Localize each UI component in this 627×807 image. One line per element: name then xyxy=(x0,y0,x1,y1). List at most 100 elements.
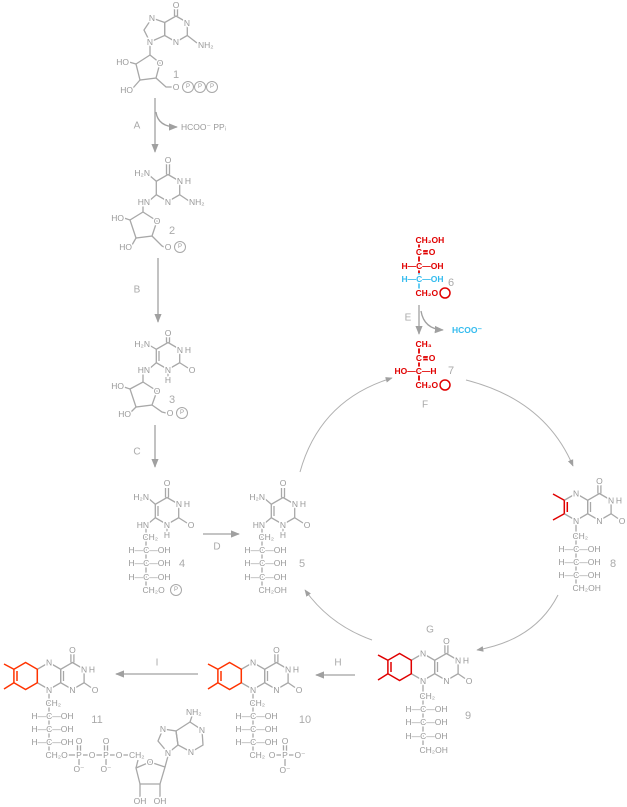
atom-label: N xyxy=(177,345,183,355)
atom-label: O xyxy=(157,58,164,68)
bond-line xyxy=(3,682,15,690)
chain-ch2: CH₂ xyxy=(573,531,589,541)
bond-line xyxy=(3,663,15,670)
bond-group xyxy=(3,661,39,691)
atom-label: O xyxy=(304,520,311,530)
phosphate-label: P xyxy=(178,244,182,250)
adenosine-moiety: O OH OH N N N N NH₂ xyxy=(132,706,206,807)
bond-line xyxy=(207,663,219,670)
bond-group xyxy=(418,244,451,299)
atom-label: N xyxy=(573,489,579,499)
atom-label: N xyxy=(250,685,256,695)
atom-label: O⁻ xyxy=(73,764,85,774)
compound-10: N N O N H O N CH₂ H—C—OH H—C—OH H—C—OH C… xyxy=(207,644,313,777)
atom-label: N xyxy=(165,197,171,207)
atom-label: HO xyxy=(111,213,124,223)
atom-label: N xyxy=(199,725,205,735)
chain-row: H—C—OH xyxy=(32,711,74,721)
atom-label: O xyxy=(280,478,287,488)
atom-label: N xyxy=(147,37,153,47)
phosphate-circle xyxy=(170,584,182,596)
atom-label: N xyxy=(273,685,279,695)
atom-label: N xyxy=(573,516,579,526)
chain-ch2o: CH₂O xyxy=(46,750,69,760)
atom-label: O xyxy=(173,82,180,92)
compound-number: 9 xyxy=(465,710,471,722)
bond-line xyxy=(147,497,156,505)
bond-group xyxy=(123,337,189,419)
atom-label: O xyxy=(173,0,180,10)
atom-label: N xyxy=(188,747,194,757)
bond-line xyxy=(135,54,161,81)
arrow-path xyxy=(465,379,574,467)
chain-ch2: CH₂ xyxy=(259,532,275,542)
byproduct-formate-pyrophosphate: HCOO⁻ PPᵢ xyxy=(181,122,226,132)
atom-label: O xyxy=(189,365,196,375)
bond-line xyxy=(189,715,193,723)
phosphorus-label: P xyxy=(103,750,109,760)
chain-row: H—C—OH xyxy=(32,724,74,734)
chain-ch2: CH₂ xyxy=(250,698,266,708)
compound-number: 5 xyxy=(299,558,305,570)
bond-group xyxy=(145,488,188,596)
atom-label: O xyxy=(165,328,172,338)
bond-line xyxy=(60,661,85,691)
chain-row: H—C—OH xyxy=(406,717,448,727)
bond-line xyxy=(123,386,131,390)
bond-line xyxy=(457,673,466,680)
atom-label: O xyxy=(429,353,436,363)
atom-label: N xyxy=(160,724,166,734)
atom-label: HN xyxy=(138,365,150,375)
chain-row: H—C—OH xyxy=(406,704,448,714)
atom-label: O xyxy=(147,757,154,767)
chain-row: H—C—OH xyxy=(129,558,171,568)
compound-2: O N H NH₂ N H₂N HN HO O HO O P 2 xyxy=(110,154,206,254)
bond-group xyxy=(418,348,451,391)
bond-line xyxy=(179,362,189,369)
chain-row: H—C—OH xyxy=(245,572,287,582)
step-a-arrow xyxy=(151,98,178,153)
bond-line xyxy=(148,194,157,202)
phosphate-circle xyxy=(439,379,451,391)
phosphate-circle xyxy=(439,287,451,299)
bond-group xyxy=(261,488,304,588)
compound-number: 1 xyxy=(173,69,179,81)
step-label-d: D xyxy=(213,542,220,553)
atom-label: O xyxy=(165,155,172,165)
atom-label: O xyxy=(466,676,473,686)
bond-line xyxy=(83,682,92,689)
atom-label: N xyxy=(177,176,183,186)
chain-ch2: CH₂ xyxy=(250,750,266,760)
chain-row: H—C—OH xyxy=(236,724,278,734)
phosphate-label: P xyxy=(210,84,214,90)
atom-label: H xyxy=(185,345,191,355)
bond-line xyxy=(151,235,165,248)
atom-label: N xyxy=(420,676,426,686)
chain-ch2: CH₂ xyxy=(129,750,145,760)
compound-7: CH₃ C O HO—C—H CH₂O 7 xyxy=(393,338,456,392)
atom-label: N xyxy=(443,676,449,686)
atom-label: H xyxy=(280,530,286,540)
bond-line xyxy=(294,517,304,524)
chain-row: H—C—OH xyxy=(559,557,601,567)
atom-label: NH₂ xyxy=(189,197,205,207)
step-label-b: B xyxy=(134,285,141,296)
phosphate-circle xyxy=(206,81,218,93)
compound-number: 6 xyxy=(448,277,454,289)
atom-label: O xyxy=(89,750,96,760)
bond-line xyxy=(207,682,219,690)
atom-label: N xyxy=(176,499,182,509)
atom-label: H₂N xyxy=(134,339,150,349)
atom-label: H xyxy=(293,664,299,674)
bond-line xyxy=(263,497,272,505)
atom-label: N xyxy=(285,664,291,674)
atom-label: N xyxy=(455,655,461,665)
compound-number: 4 xyxy=(179,558,185,570)
bond-line xyxy=(178,517,188,524)
atom-label: O xyxy=(188,520,195,530)
bond-group xyxy=(135,715,204,797)
phosphate-label: P xyxy=(174,587,178,593)
bond-line xyxy=(148,517,156,524)
atom-label: N xyxy=(280,520,286,530)
